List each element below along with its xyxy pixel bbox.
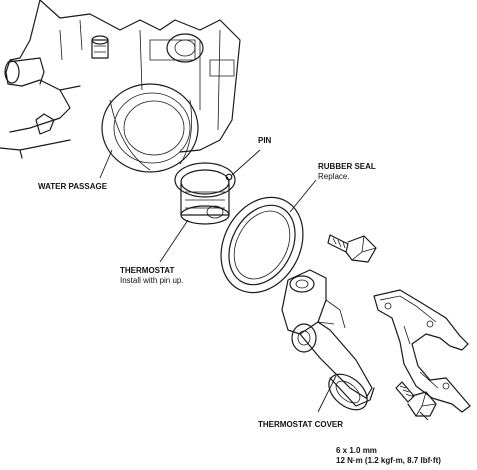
rubber-seal-part	[220, 196, 304, 294]
thermostat-label: THERMOSTAT Install with pin up.	[120, 266, 184, 286]
rubber-seal-title: RUBBER SEAL	[318, 162, 376, 171]
thermostat-title: THERMOSTAT	[120, 266, 175, 275]
bolt-torque: 12 N·m (1.2 kgf·m, 8.7 lbf·ft)	[336, 456, 441, 465]
bolt-spec-label: 6 x 1.0 mm 12 N·m (1.2 kgf·m, 8.7 lbf·ft…	[336, 446, 441, 466]
rubber-seal-note: Replace.	[318, 172, 350, 181]
water-passage-title: WATER PASSAGE	[38, 182, 108, 191]
water-passage-label: WATER PASSAGE	[38, 182, 107, 192]
pin-title: PIN	[258, 136, 272, 145]
bracket-part	[373, 289, 471, 413]
rubber-seal-label: RUBBER SEAL Replace.	[318, 162, 376, 182]
thermostat-cover-label: THERMOSTAT COVER	[258, 420, 343, 430]
engine-block-housing	[0, 0, 241, 173]
bolt-size: 6 x 1.0 mm	[336, 446, 377, 455]
thermostat-note: Install with pin up.	[120, 276, 184, 285]
pin-label: PIN	[258, 136, 271, 146]
leader-lines	[99, 149, 429, 421]
upper-bolt	[327, 234, 377, 263]
thermostat-cover-title: THERMOSTAT COVER	[258, 420, 344, 429]
thermostat-cover-part	[281, 269, 375, 411]
lower-bolt	[395, 381, 437, 417]
thermostat-part	[174, 162, 236, 225]
